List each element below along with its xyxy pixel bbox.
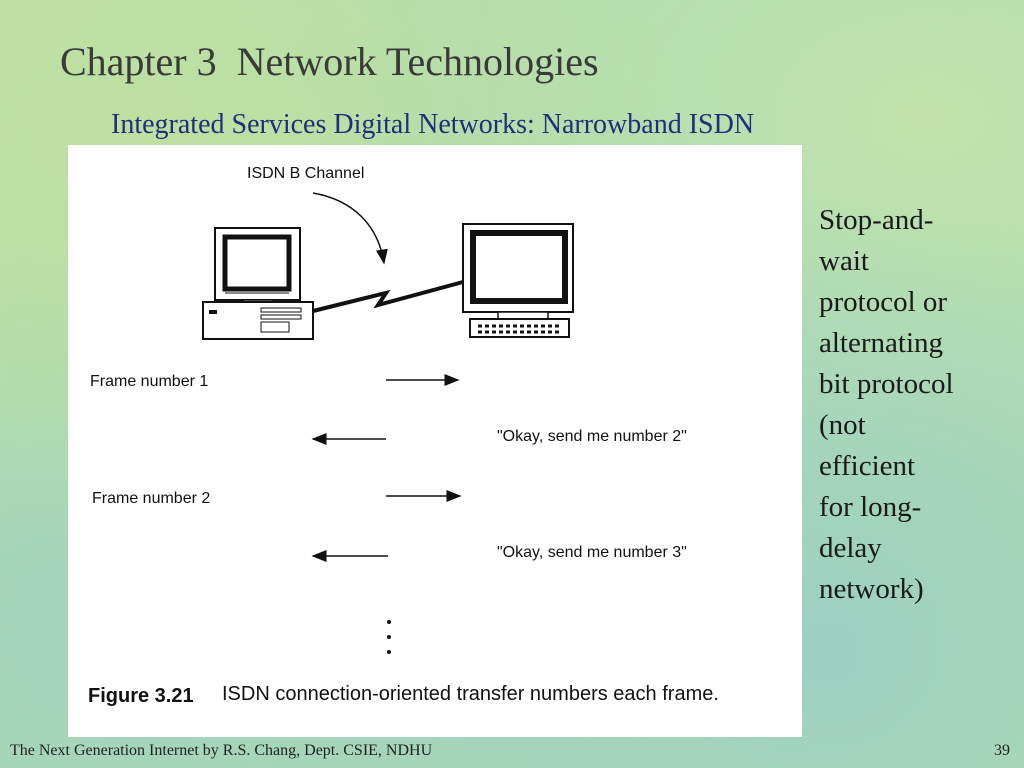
message-label-ack-3: "Okay, send me number 3" <box>497 544 687 561</box>
side-note-line: protocol or <box>819 286 948 318</box>
figure-panel: ISDN B Channel Frame number 1 "Okay, sen… <box>68 145 802 737</box>
channel-pointer-arrow <box>312 192 388 265</box>
side-note: Stop-and- wait protocol or alternating b… <box>819 200 1014 610</box>
footer-credit: The Next Generation Internet by R.S. Cha… <box>10 742 433 759</box>
side-note-line: wait <box>819 245 869 277</box>
figure-caption-text: ISDN connection-oriented transfer number… <box>222 683 719 705</box>
side-note-line: (not <box>819 409 866 441</box>
message-label-frame-1: Frame number 1 <box>90 373 209 390</box>
terminal-computer-icon <box>462 223 574 338</box>
slide-subtitle: Integrated Services Digital Networks: Na… <box>111 109 755 140</box>
side-note-line: bit protocol <box>819 368 954 400</box>
figure-caption-label: Figure 3.21 <box>88 685 194 707</box>
channel-label: ISDN B Channel <box>247 165 365 182</box>
side-note-line: for long- <box>819 491 922 523</box>
desktop-computer-icon <box>202 227 314 340</box>
protocol-diagram <box>202 192 574 654</box>
lightning-link-icon <box>312 280 464 313</box>
side-note-line: delay <box>819 532 882 564</box>
side-note-line: Stop-and- <box>819 204 934 236</box>
slide-title: Chapter 3 Network Technologies <box>60 39 599 84</box>
continuation-dots <box>387 620 391 654</box>
side-note-line: efficient <box>819 450 916 482</box>
message-label-ack-2: "Okay, send me number 2" <box>497 428 687 445</box>
message-label-frame-2: Frame number 2 <box>92 490 211 507</box>
side-note-line: network) <box>819 573 924 605</box>
side-note-line: alternating <box>819 327 944 359</box>
page-number: 39 <box>994 742 1010 759</box>
